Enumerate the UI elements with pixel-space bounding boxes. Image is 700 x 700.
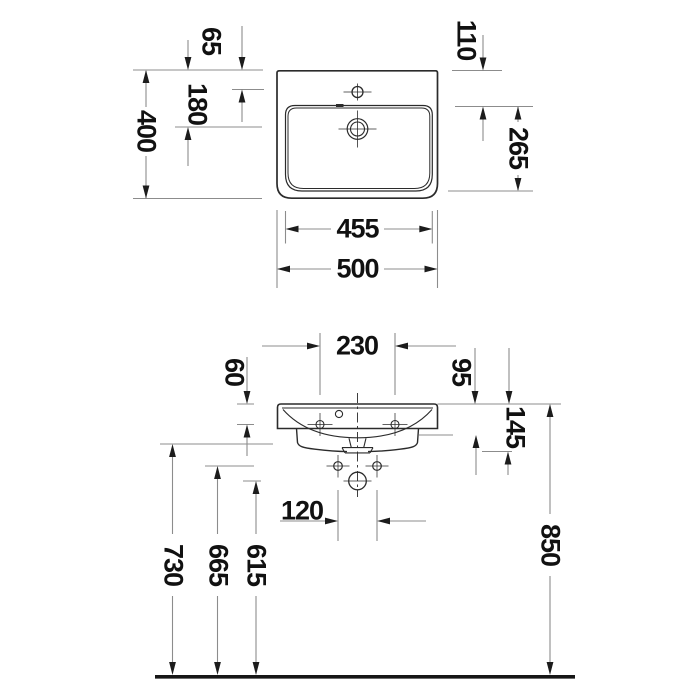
bowl-outer-line — [284, 104, 433, 192]
overflow-hole — [334, 409, 344, 419]
basin-outer-edge — [276, 69, 439, 200]
dim-label-rim-to-body-bottom: 145 — [500, 405, 531, 449]
dim-label-floor-to-rim: 850 — [535, 521, 566, 569]
dim-label-back-to-bowl-front: 110 — [451, 19, 482, 61]
body-left-side — [295, 428, 348, 453]
dim-label-overall-width: 500 — [334, 253, 381, 284]
dim-label-overall-depth: 400 — [131, 107, 162, 155]
tap-hole-crosshair — [343, 83, 372, 101]
dim-label-back-to-drain: 180 — [182, 82, 213, 126]
dim-label-floor-to-drain: 615 — [241, 541, 272, 589]
top-view-basin — [276, 69, 439, 200]
dim-label-tap-hole-spacing: 230 — [335, 330, 379, 361]
dim-label-rim-to-bowl-bottom: 95 — [446, 357, 477, 387]
dim-label-floor-to-fixing: 665 — [203, 541, 233, 589]
front-view-basin — [276, 393, 439, 497]
fixing-hole-crosshairs — [307, 413, 408, 436]
dimension-arrowheads — [142, 57, 554, 675]
dim-label-outlet-spacing: 120 — [280, 495, 324, 526]
dim-label-bowl-depth: 265 — [503, 124, 534, 172]
dimension-lines — [145, 26, 551, 663]
dim-label-back-to-tap-hole: 65 — [196, 26, 227, 56]
dim-label-bowl-width: 455 — [334, 213, 381, 244]
dim-label-rim-to-fixing: 60 — [219, 357, 250, 387]
body-right-side — [367, 428, 420, 453]
bowl-inner-line — [287, 107, 431, 189]
rim-front-face — [276, 403, 439, 430]
reference-lines — [133, 69, 561, 541]
outlet-hole-crosshairs — [326, 455, 389, 478]
drain-crosshair — [338, 110, 377, 148]
dim-label-floor-to-body: 730 — [158, 541, 188, 589]
